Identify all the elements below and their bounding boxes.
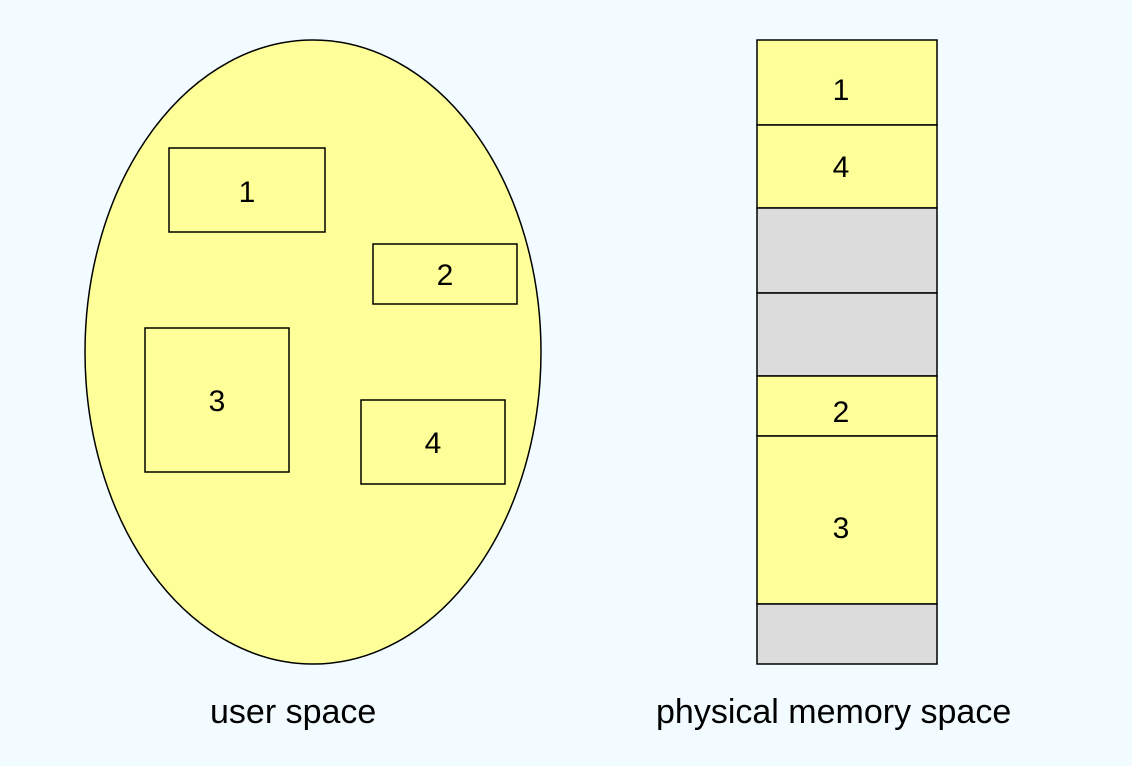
- user-segment-3-label: 3: [209, 385, 226, 418]
- memory-block-2: 2: [756, 375, 938, 437]
- memory-block-2-label: 2: [833, 396, 850, 429]
- user-segment-1: 1: [168, 147, 326, 233]
- memory-free-block-1: [756, 207, 938, 294]
- user-segment-4-label: 4: [425, 427, 442, 460]
- user-space-ellipse: [84, 39, 542, 665]
- user-segment-4: 4: [360, 399, 506, 485]
- memory-block-1: 1: [756, 39, 938, 126]
- memory-free-block-2: [756, 292, 938, 377]
- memory-block-3: 3: [756, 435, 938, 605]
- physical-memory-caption: physical memory space: [656, 693, 1012, 731]
- memory-free-block-3: [756, 603, 938, 665]
- memory-block-4-label: 4: [833, 151, 850, 184]
- user-space-caption: user space: [210, 693, 377, 731]
- user-segment-3: 3: [144, 327, 290, 473]
- memory-block-4: 4: [756, 124, 938, 209]
- memory-block-1-label: 1: [833, 74, 850, 107]
- physical-memory: 1 4 2 3: [756, 39, 938, 665]
- user-segment-2-label: 2: [437, 259, 454, 292]
- user-segment-2: 2: [372, 243, 518, 305]
- user-space: 1 2 3 4: [84, 39, 542, 665]
- memory-block-3-label: 3: [833, 512, 850, 545]
- user-segment-1-label: 1: [239, 176, 256, 209]
